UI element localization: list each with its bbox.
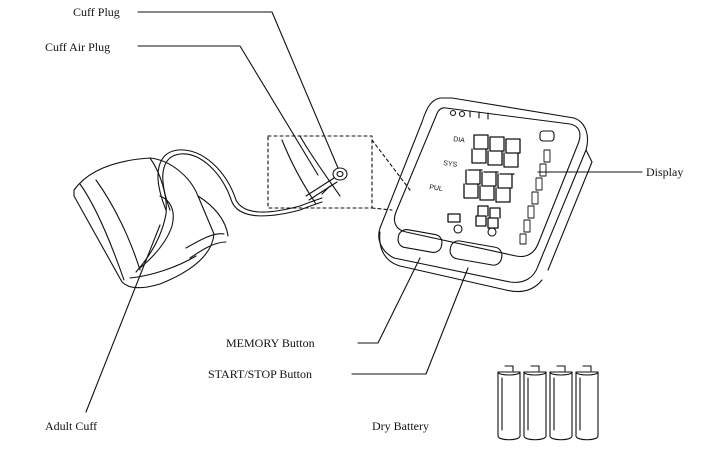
monitor-drawing	[378, 97, 593, 293]
label-memory-button: MEMORY Button	[226, 336, 315, 350]
label-dry-battery: Dry Battery	[372, 419, 429, 433]
start-stop-button-shape	[449, 240, 503, 266]
label-start-stop-button: START/STOP Button	[208, 367, 313, 381]
label-cuff-plug: Cuff Plug	[73, 5, 120, 19]
leader-cuff-air-plug	[137, 45, 319, 176]
leader-cuff-plug	[137, 11, 339, 169]
device-pul-label: PUL	[429, 184, 444, 193]
label-display: Display	[646, 165, 684, 179]
leader-memory	[357, 257, 421, 344]
device-dia-label: DIA	[453, 136, 466, 145]
leader-adult-cuff	[85, 224, 161, 413]
batteries	[497, 365, 599, 441]
plug-detail	[267, 135, 411, 211]
leader-start-stop	[351, 267, 469, 375]
battery-1	[497, 365, 521, 441]
device-sys-label: SYS	[443, 160, 458, 169]
memory-button-shape	[397, 229, 443, 253]
battery-2	[523, 365, 547, 441]
label-adult-cuff: Adult Cuff	[45, 419, 98, 433]
battery-3	[549, 365, 573, 441]
adult-cuff-drawing	[73, 149, 323, 289]
label-cuff-air-plug: Cuff Air Plug	[45, 40, 111, 54]
leader-lines	[85, 11, 643, 413]
battery-4	[575, 365, 599, 441]
